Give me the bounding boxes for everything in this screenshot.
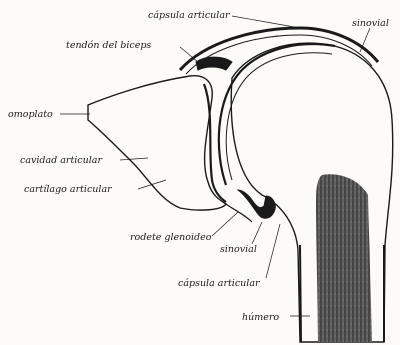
leader-capsula-articular-bottom (266, 224, 280, 278)
medullary-cavity (316, 174, 372, 342)
glenoid-labrum (238, 190, 275, 218)
leader-cavidad-articular (120, 158, 148, 160)
label-cavidad-articular: cavidad articular (20, 155, 103, 166)
leader-sinovial-bottom (252, 222, 262, 244)
label-sinovial-top: sinovial (352, 18, 389, 29)
label-rodete-glenoideo: rodete glenoideo (130, 232, 212, 243)
label-capsula-articular-bottom: cápsula articular (178, 278, 261, 289)
leader-capsula-articular-top (232, 16, 300, 28)
label-omoplato: omoplato (8, 109, 53, 120)
humeral-cartilage (219, 44, 335, 185)
leader-cartilago-articular (138, 180, 166, 189)
label-cartilago-articular: cartílago articular (24, 184, 113, 195)
label-sinovial-bottom: sinovial (220, 244, 257, 255)
biceps-tendon (196, 57, 232, 70)
humerus-bone (231, 43, 392, 342)
label-tendon-biceps: tendón del biceps (66, 40, 151, 51)
leader-rodete-glenoideo (212, 212, 238, 236)
label-humero: húmero (242, 312, 279, 323)
label-capsula-articular-top: cápsula articular (148, 10, 231, 21)
